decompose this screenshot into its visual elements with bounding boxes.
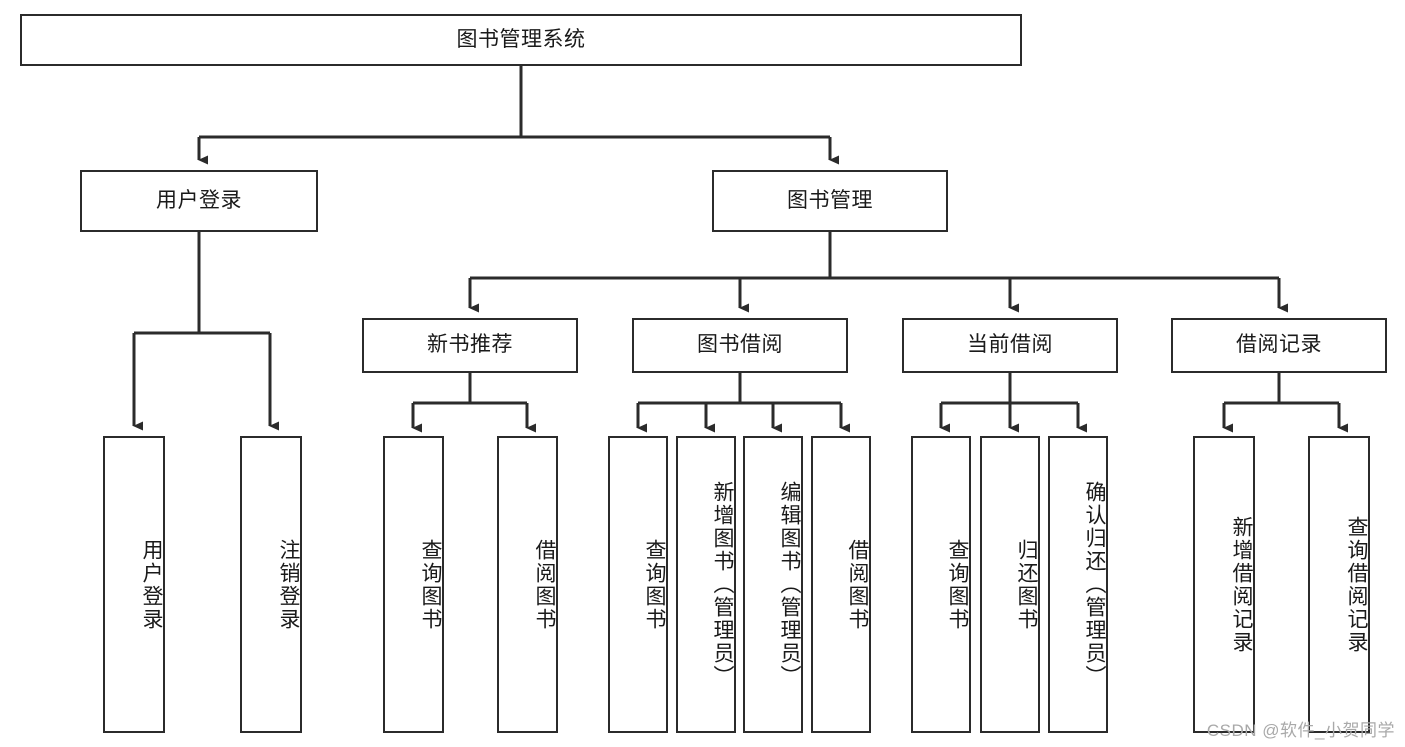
node-leaf-borrow-book[interactable]: 借阅图书 <box>811 436 871 733</box>
node-new-book-rec[interactable]: 新书推荐 <box>362 318 578 373</box>
node-leaf-return-book[interactable]: 归还图书 <box>980 436 1040 733</box>
node-leaf-logout[interactable]: 注销登录 <box>240 436 302 733</box>
node-leaf-cur-query[interactable]: 查询图书 <box>911 436 971 733</box>
node-borrow-record-label: 借阅记录 <box>1236 333 1322 357</box>
node-leaf-confirm-return[interactable]: 确认归还（管理员） <box>1048 436 1108 733</box>
node-user-login[interactable]: 用户登录 <box>80 170 318 232</box>
node-leaf-rec-borrow-label: 借阅图书 <box>533 538 556 631</box>
node-leaf-edit-book[interactable]: 编辑图书（管理员） <box>743 436 803 733</box>
node-leaf-add-book-label: 新增图书（管理员） <box>711 481 734 688</box>
node-root-label: 图书管理系统 <box>456 27 586 51</box>
node-leaf-logout-label: 注销登录 <box>277 538 300 631</box>
node-book-manage[interactable]: 图书管理 <box>712 170 948 232</box>
node-leaf-rec-borrow[interactable]: 借阅图书 <box>497 436 558 733</box>
node-leaf-add-book[interactable]: 新增图书（管理员） <box>676 436 736 733</box>
node-book-manage-label: 图书管理 <box>787 188 873 212</box>
node-leaf-return-book-label: 归还图书 <box>1015 538 1038 631</box>
node-user-login-label: 用户登录 <box>156 188 242 212</box>
node-leaf-borrow-book-label: 借阅图书 <box>846 538 869 631</box>
node-leaf-rec-query-label: 查询图书 <box>419 538 442 631</box>
node-leaf-borrow-query[interactable]: 查询图书 <box>608 436 668 733</box>
node-new-book-rec-label: 新书推荐 <box>427 333 513 357</box>
node-leaf-add-record-label: 新增借阅记录 <box>1230 515 1253 654</box>
node-leaf-edit-book-label: 编辑图书（管理员） <box>778 481 801 688</box>
node-leaf-rec-query[interactable]: 查询图书 <box>383 436 444 733</box>
node-borrow-record[interactable]: 借阅记录 <box>1171 318 1387 373</box>
node-leaf-user-login-label: 用户登录 <box>140 538 163 631</box>
node-leaf-query-record-label: 查询借阅记录 <box>1345 515 1368 654</box>
node-leaf-borrow-query-label: 查询图书 <box>643 538 666 631</box>
node-leaf-cur-query-label: 查询图书 <box>946 538 969 631</box>
node-leaf-user-login[interactable]: 用户登录 <box>103 436 165 733</box>
node-book-borrow-label: 图书借阅 <box>697 333 783 357</box>
node-current-borrow[interactable]: 当前借阅 <box>902 318 1118 373</box>
node-current-borrow-label: 当前借阅 <box>967 333 1053 357</box>
node-book-borrow[interactable]: 图书借阅 <box>632 318 848 373</box>
node-leaf-query-record[interactable]: 查询借阅记录 <box>1308 436 1370 733</box>
watermark-text: CSDN @软件_小贺同学 <box>1206 721 1395 740</box>
node-root[interactable]: 图书管理系统 <box>20 14 1022 66</box>
node-leaf-add-record[interactable]: 新增借阅记录 <box>1193 436 1255 733</box>
node-leaf-confirm-return-label: 确认归还（管理员） <box>1083 481 1106 688</box>
